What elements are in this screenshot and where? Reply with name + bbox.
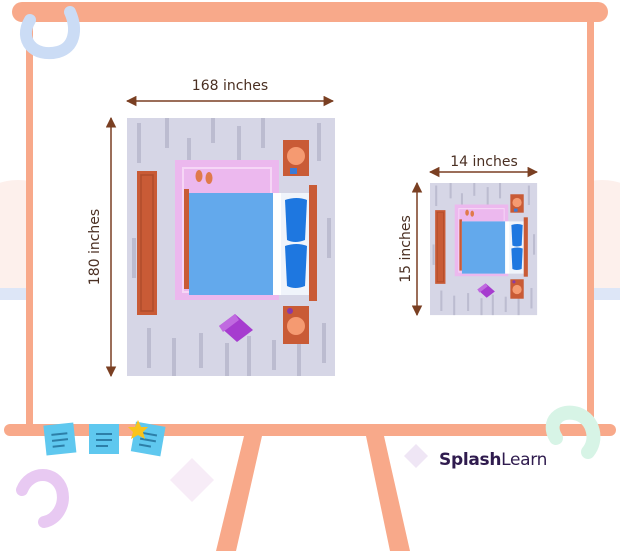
- brand-name-regular: Learn: [501, 450, 548, 470]
- decor-diamond-large: [170, 458, 214, 502]
- small-room-width-label: 14 inches: [450, 154, 518, 170]
- large-room-width-label: 168 inches: [192, 78, 268, 94]
- star-icon: [128, 420, 148, 439]
- small-room-floor-plan: [429, 182, 538, 316]
- splashlearn-logo: SplashLearn: [439, 450, 547, 470]
- easel-frame-left: [26, 22, 33, 430]
- easel-frame-right: [587, 22, 594, 430]
- easel-leg-left: [216, 436, 262, 551]
- large-room-height-label: 180 inches: [87, 209, 103, 285]
- small-room-height-label: 15 inches: [398, 215, 414, 283]
- decor-diamond-small: [404, 444, 428, 468]
- easel-top-bar: [12, 2, 608, 22]
- brand-name-bold: Splash: [439, 450, 502, 470]
- sticky-notes: [43, 420, 166, 457]
- decor-arc-blue: [19, 6, 80, 60]
- easel-leg-right: [366, 436, 410, 551]
- decor-arc-green: [545, 405, 601, 459]
- decor-arc-purple: [16, 469, 69, 528]
- large-room-floor-plan: [126, 117, 336, 377]
